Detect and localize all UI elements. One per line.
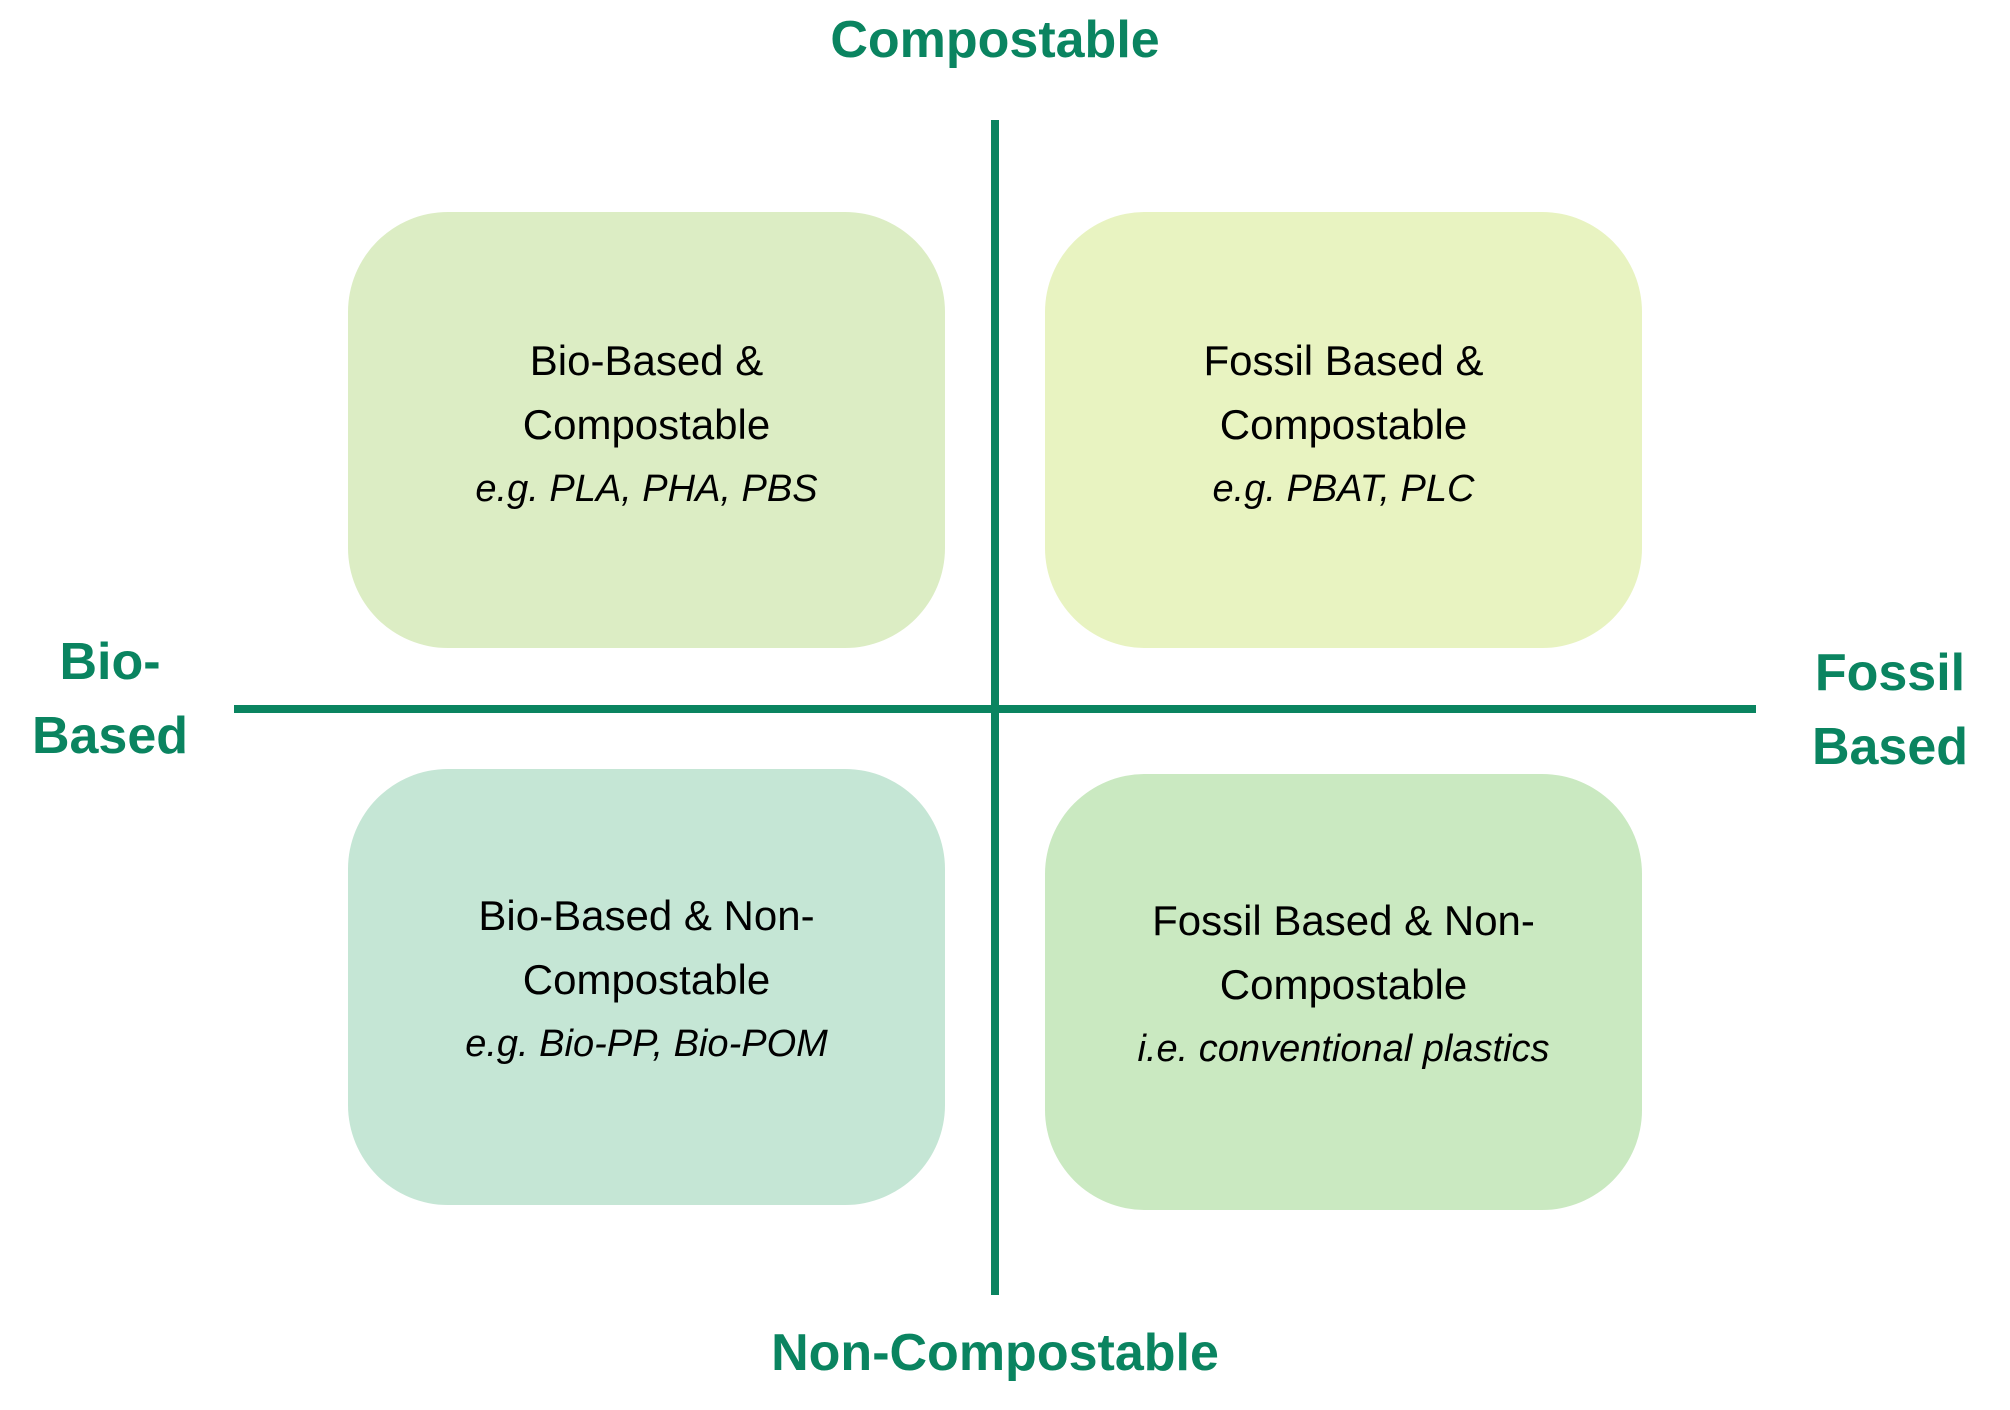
axis-label-bio-based: Bio- Based xyxy=(10,625,210,773)
quadrant-bio-based-non-compostable: Bio-Based & Non- Compostable e.g. Bio-PP… xyxy=(348,769,945,1205)
quadrant-bio-based-compostable: Bio-Based & Compostable e.g. PLA, PHA, P… xyxy=(348,212,945,648)
quadrant-example: e.g. PLA, PHA, PBS xyxy=(475,468,818,510)
quadrant-example: e.g. PBAT, PLC xyxy=(1212,468,1475,510)
quadrant-fossil-based-compostable: Fossil Based & Compostable e.g. PBAT, PL… xyxy=(1045,212,1642,648)
axis-label-fossil-based: Fossil Based xyxy=(1790,636,1990,784)
quadrant-title-line2: Compostable xyxy=(522,956,771,1003)
quadrant-example: e.g. Bio-PP, Bio-POM xyxy=(465,1023,828,1065)
quadrant-example: i.e. conventional plastics xyxy=(1137,1028,1550,1070)
quadrant-title-line1: Fossil Based & Non- xyxy=(1152,897,1535,944)
axis-label-bio-based-line1: Bio- xyxy=(59,633,161,691)
quadrant-title-line1: Bio-Based & xyxy=(529,337,764,384)
quadrant-title-line1: Bio-Based & Non- xyxy=(478,892,815,939)
quadrant-title-line1: Fossil Based & xyxy=(1203,337,1484,384)
quadrant-title-line2: Compostable xyxy=(522,401,771,448)
axis-label-bio-based-line2: Based xyxy=(31,707,189,765)
horizontal-axis-line xyxy=(234,705,1756,713)
quadrant-title-line2: Compostable xyxy=(1219,961,1468,1008)
axis-label-fossil-based-line2: Based xyxy=(1811,718,1969,776)
axis-label-non-compostable: Non-Compostable xyxy=(771,1324,1219,1382)
axis-label-fossil-based-line1: Fossil xyxy=(1814,644,1966,702)
quadrant-title-line2: Compostable xyxy=(1219,401,1468,448)
quadrant-fossil-based-non-compostable: Fossil Based & Non- Compostable i.e. con… xyxy=(1045,774,1642,1210)
axis-label-compostable: Compostable xyxy=(830,11,1160,69)
